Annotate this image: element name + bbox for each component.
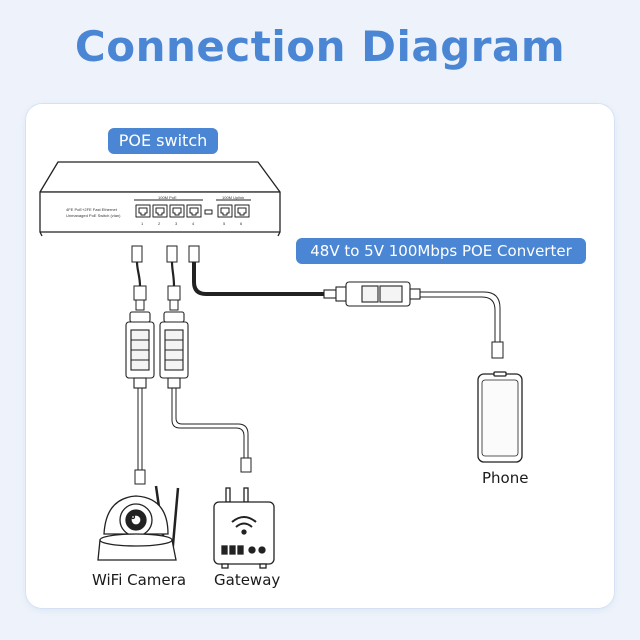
switch-ports — [134, 199, 251, 218]
port-number: 3 — [175, 221, 178, 226]
poe-splitter-camera — [125, 311, 155, 389]
phone-label: Phone — [482, 469, 529, 487]
camera-label: WiFi Camera — [92, 571, 187, 589]
gateway-device — [213, 487, 275, 569]
port-number: 2 — [158, 221, 161, 226]
phone-device — [477, 371, 523, 463]
poe-converter — [323, 281, 421, 307]
page-title: Connection Diagram — [74, 22, 566, 71]
poe-switch: 4FE PoE+2FE Fast Ethernet Unmanaged PoE … — [39, 161, 281, 237]
poe-group-label: 100M PoE — [158, 195, 177, 200]
converter-output-cable — [420, 291, 504, 359]
output-cable-gateway — [171, 388, 252, 473]
switch-top — [39, 161, 281, 193]
port-number: 5 — [223, 221, 226, 226]
cable-port-1 — [135, 261, 142, 287]
wifi-camera-device — [97, 485, 180, 561]
gateway-label: Gateway — [214, 571, 281, 589]
inline-connectors — [133, 285, 181, 311]
port-number: 1 — [141, 221, 144, 226]
converter-label: 48V to 5V 100Mbps POE Converter — [296, 238, 586, 264]
port-number: 4 — [192, 221, 195, 226]
port-number: 6 — [240, 221, 243, 226]
switch-text-line1: 4FE PoE+2FE Fast Ethernet — [66, 207, 118, 212]
switch-plugs — [131, 245, 200, 263]
cable-port-2 — [170, 261, 176, 287]
poe-switch-label: POE switch — [108, 128, 218, 154]
poe-splitter-gateway — [159, 311, 189, 389]
output-cable-camera — [134, 388, 146, 485]
uplink-group-label: 100M Uplink — [222, 195, 244, 200]
cable-port-3 — [192, 262, 324, 296]
switch-text-line2: Unmanaged PoE Switch (vlan) — [66, 213, 121, 218]
